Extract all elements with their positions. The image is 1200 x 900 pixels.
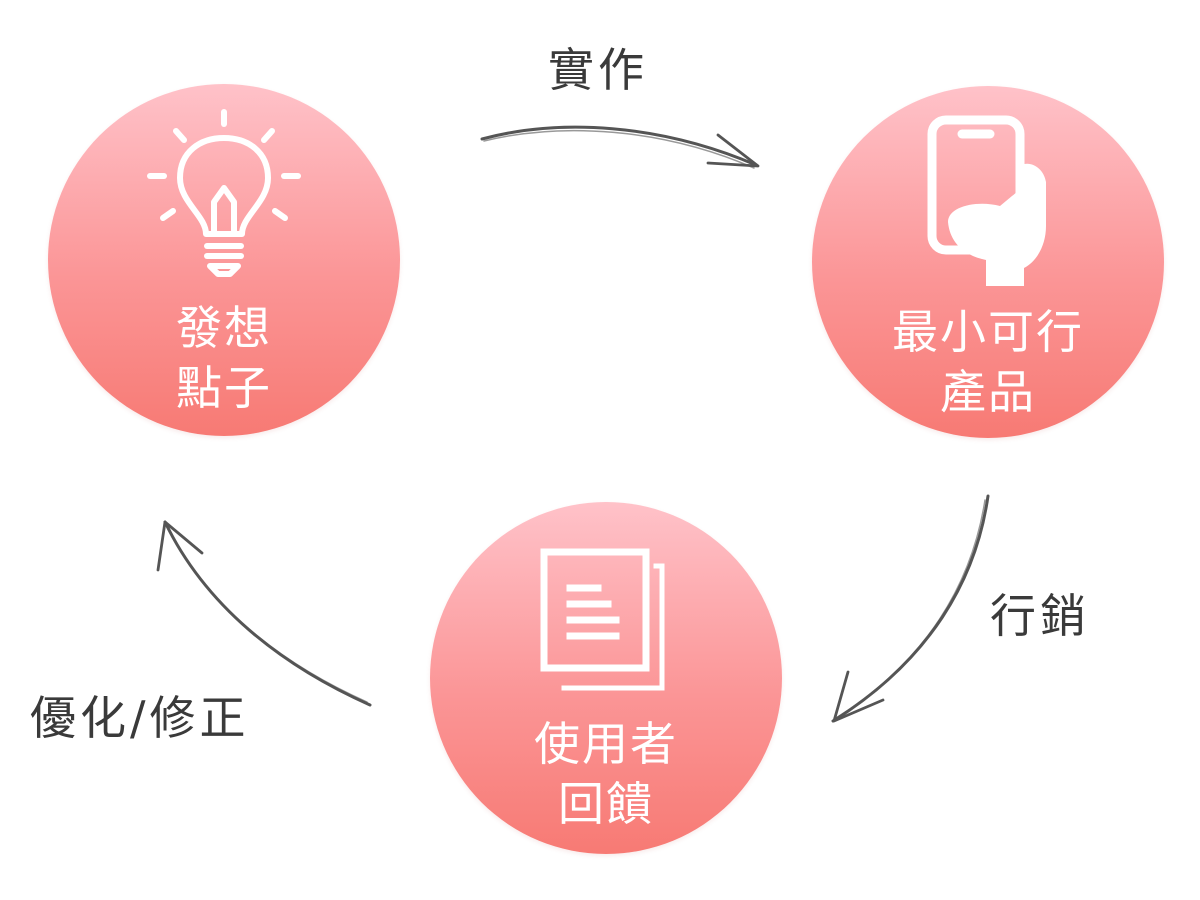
- edge-label-market: 行銷: [990, 589, 1090, 643]
- arrow-idea-to-mvp: [480, 125, 760, 169]
- arrow-mvp-to-feedback: [831, 494, 990, 723]
- node-mvp: 最小可行 產品: [812, 86, 1164, 438]
- node-idea-line2: 點子: [176, 361, 272, 415]
- node-idea-line1: 發想: [176, 301, 272, 355]
- node-mvp-line2: 產品: [940, 365, 1036, 419]
- node-feedback: 使用者 回饋: [430, 502, 782, 854]
- node-idea: 發想 點子: [48, 84, 400, 436]
- node-feedback-line2: 回饋: [558, 777, 654, 831]
- node-mvp-line1: 最小可行: [892, 305, 1084, 359]
- lightbulb-icon: [147, 109, 301, 277]
- node-idea-label: 發想 點子: [48, 298, 400, 418]
- edge-label-optimize: 優化/修正: [30, 691, 250, 745]
- phone-in-hand-icon: [927, 115, 1046, 286]
- node-feedback-line1: 使用者: [534, 717, 678, 771]
- node-feedback-label: 使用者 回饋: [430, 714, 782, 834]
- edge-label-build: 實作: [548, 43, 648, 97]
- documents-icon: [540, 548, 665, 691]
- node-mvp-label: 最小可行 產品: [812, 302, 1164, 422]
- arrow-feedback-to-idea: [156, 520, 372, 707]
